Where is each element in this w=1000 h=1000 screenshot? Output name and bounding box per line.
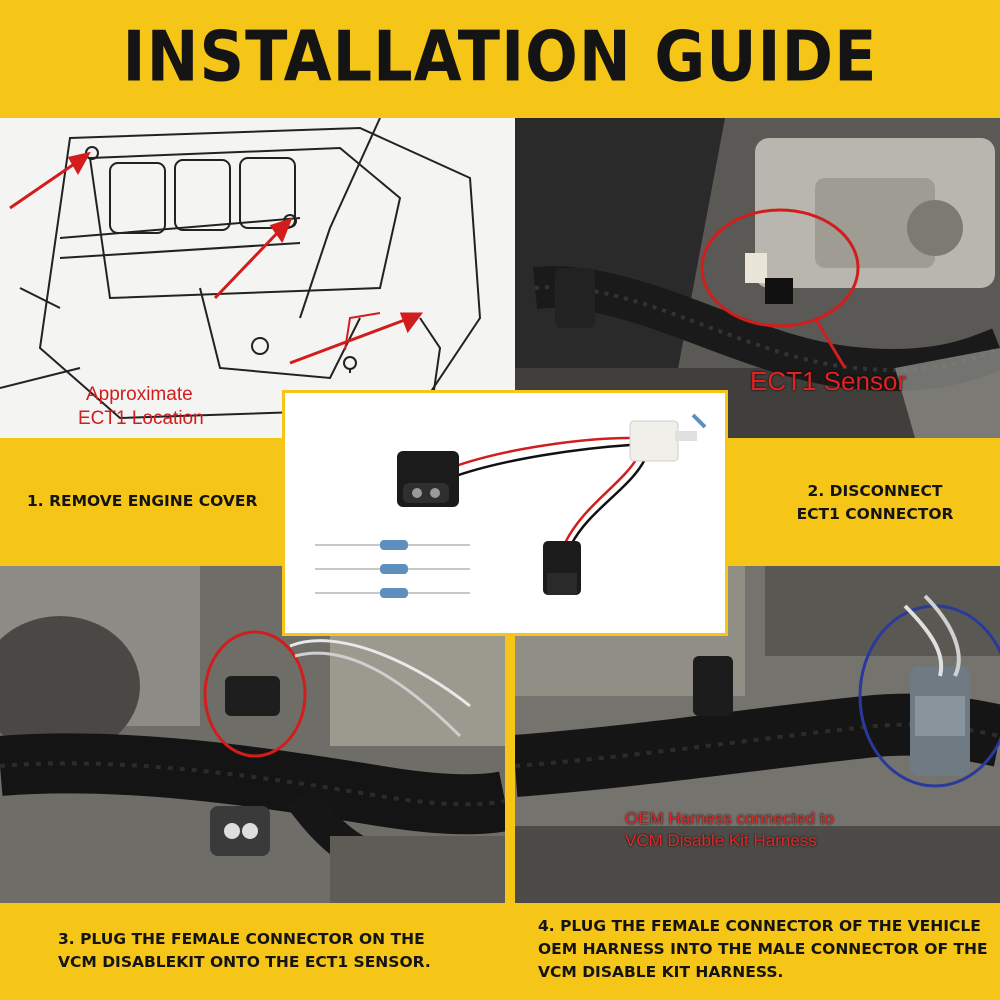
vcm-disable-kit-image (315, 413, 707, 598)
step4-photo (515, 566, 1000, 903)
panel-divider (505, 118, 515, 438)
step-4-text: 4. PLUG THE FEMALE CONNECTOR OF THE VEHI… (538, 917, 988, 981)
title-banner: INSTALLATION GUIDE (0, 0, 1000, 112)
sensor-label: ECT1 Sensor (750, 366, 907, 396)
step-3-text: 3. PLUG THE FEMALE CONNECTOR ON THE VCM … (58, 930, 431, 971)
step-1-text: 1. REMOVE ENGINE COVER (27, 492, 258, 510)
harness-label: OEM Harness connected to VCM Disable Kit… (625, 809, 834, 850)
diagram-caption: Approximate ECT1 Location (78, 384, 204, 429)
bottom-band (0, 903, 1000, 1000)
engine-diagram (0, 118, 482, 420)
step-2-text: 2. DISCONNECT ECT1 CONNECTOR (796, 482, 954, 523)
step4-photo-panel: OEM Harness connected to VCM Disable Kit… (515, 566, 1000, 903)
product-image-card (282, 390, 728, 636)
page-title: INSTALLATION GUIDE (122, 15, 878, 97)
diagram-panel: Approximate ECT1 Location (0, 118, 505, 438)
